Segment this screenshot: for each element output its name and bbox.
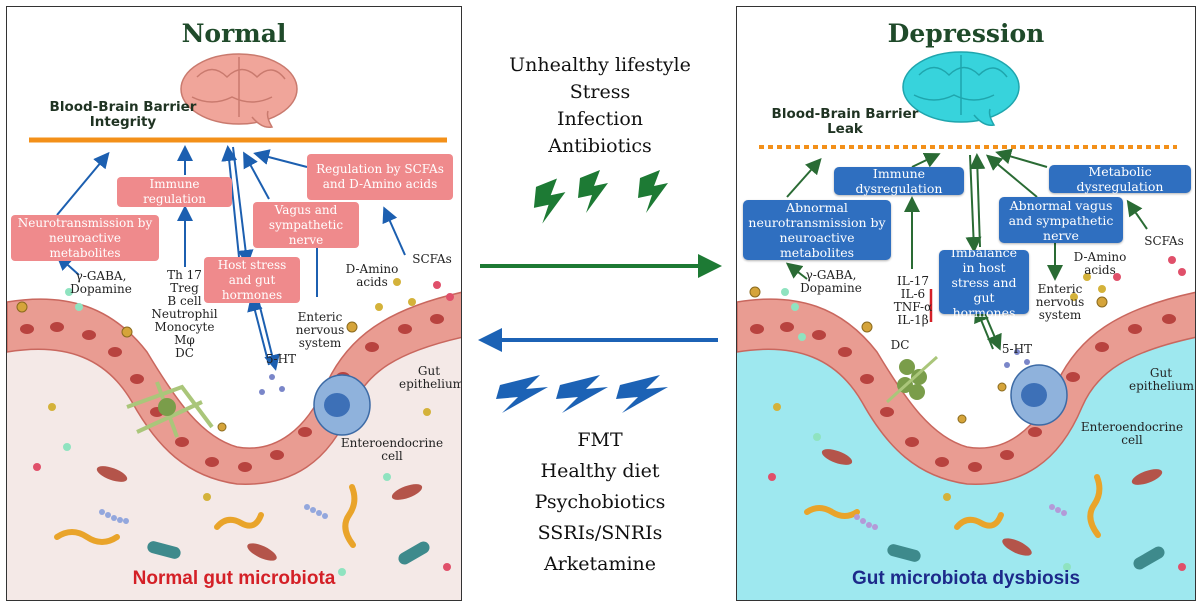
treatment-item: Psychobiotics <box>534 491 666 513</box>
treatments-list: FMT Healthy diet Psychobiotics SSRIs/SNR… <box>470 425 730 580</box>
gut-epithelium-band <box>7 291 461 485</box>
label-d-amino-acids: D-Amino acids <box>345 262 399 289</box>
gut-epithelium-band <box>737 291 1195 485</box>
label-scfas: SCFAs <box>412 252 452 266</box>
label-d-amino-acids: D-Amino acids <box>1073 250 1127 277</box>
dendritic-cell <box>885 355 939 404</box>
box-abnormal-neurotransmission: Abnormal neurotransmission by neuroactiv… <box>743 200 891 260</box>
label-gut-epithelium: Gut epithelium <box>1129 366 1195 393</box>
label-gaba-dopamine: γ-GABA, Dopamine <box>800 268 862 295</box>
depression-footer: Gut microbiota dysbiosis <box>851 568 1081 589</box>
dendritic-cell <box>126 381 214 438</box>
brain-icon <box>180 53 298 129</box>
enteroendocrine-nucleus <box>1021 383 1047 407</box>
green-lightning-icons <box>533 170 668 224</box>
depression-illustration <box>737 51 1195 600</box>
forward-arrow <box>480 254 722 278</box>
label-enteroendocrine-cell: Enteroendocrine cell <box>340 436 444 463</box>
nerve-cells <box>16 301 358 432</box>
label-5ht: 5-HT <box>265 352 297 366</box>
box-scfa-regulation: Regulation by SCFAs and D-Amino acids <box>307 154 453 200</box>
treatment-item: SSRIs/SNRIs <box>537 522 663 544</box>
metabolites <box>33 278 454 576</box>
normal-illustration <box>7 53 461 600</box>
box-metabolic-dysregulation: Metabolic dysregulation <box>1049 164 1191 194</box>
bacteria <box>54 466 430 565</box>
metabolites <box>768 256 1186 571</box>
enteroendocrine-nucleus <box>324 393 350 417</box>
bidirectional-arrow <box>221 145 280 371</box>
label-dc: DC <box>890 338 910 352</box>
causes-list: Unhealthy lifestyle Stress Infection Ant… <box>470 52 730 160</box>
signal-arrows <box>785 148 1148 281</box>
normal-panel: Normal Blood-Brain Barrier Integrity Imm… <box>6 6 462 601</box>
normal-footer: Normal gut microbiota <box>132 568 336 589</box>
blue-lightning-icons <box>496 375 668 413</box>
label-enteric-nervous-system: Enteric nervous system <box>1035 282 1085 322</box>
label-gut-epithelium: Gut epithelium <box>399 364 462 391</box>
epithelial-nuclei <box>750 314 1176 472</box>
depression-title: Depression <box>887 19 1045 48</box>
bbb-leak-label: Blood-Brain Barrier Leak <box>771 106 919 137</box>
box-neurotransmission: Neurotransmission by neuroactive metabol… <box>11 215 159 261</box>
cause-item: Antibiotics <box>548 135 652 157</box>
label-scfas: SCFAs <box>1144 234 1184 248</box>
nerve-cells <box>749 286 1108 424</box>
label-enteroendocrine-cell: Enteroendocrine cell <box>1080 420 1184 447</box>
brain-icon <box>902 51 1020 127</box>
label-gaba-dopamine: γ-GABA, Dopamine <box>70 269 132 296</box>
box-abnormal-vagus-nerve: Abnormal vagus and sympathetic nerve <box>999 197 1123 243</box>
treatment-item: Arketamine <box>543 553 657 575</box>
box-immune-regulation: Immune regulation <box>117 177 232 207</box>
treatment-item: Healthy diet <box>540 460 660 482</box>
box-imbalance-host-stress: Imbalance in host stress and gut hormone… <box>939 245 1029 320</box>
bacteria <box>804 449 1165 570</box>
box-host-stress: Host stress and gut hormones <box>204 257 300 303</box>
cause-item: Infection <box>556 108 644 130</box>
label-5ht: 5-HT <box>1001 342 1033 356</box>
normal-title: Normal <box>181 19 287 48</box>
bbb-integrity-label: Blood-Brain Barrier Integrity <box>49 99 197 130</box>
label-cytokines: IL-17 IL-6 TNF-α IL-1β <box>893 274 933 327</box>
back-arrow <box>478 328 718 352</box>
cause-item: Unhealthy lifestyle <box>509 54 691 76</box>
cause-item: Stress <box>569 81 631 103</box>
treatment-item: FMT <box>577 429 623 451</box>
box-vagus-nerve: Vagus and sympathetic nerve <box>253 202 359 248</box>
box-immune-dysregulation: Immune dysregulation <box>834 166 964 196</box>
depression-panel: Depression Blood-Brain Barrier Leak Immu… <box>736 6 1196 601</box>
label-immune-cells: Th 17 Treg B cell Neutrophil Monocyte Mφ… <box>151 268 218 360</box>
label-enteric-nervous-system: Enteric nervous system <box>295 310 345 350</box>
